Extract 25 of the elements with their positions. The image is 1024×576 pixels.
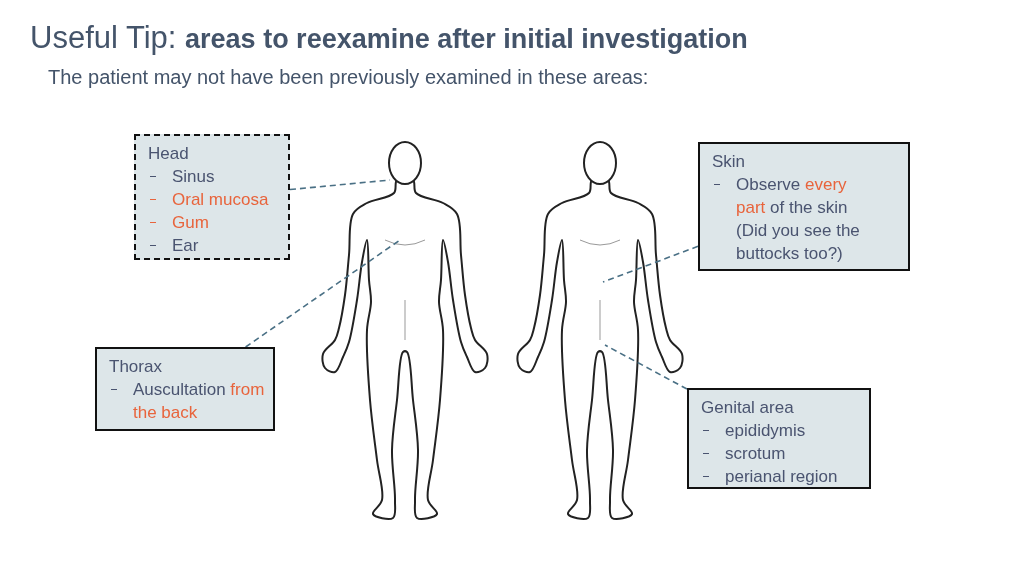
callout-box (95, 347, 275, 431)
subtitle: The patient may not have been previously examined in these areas: (48, 66, 649, 89)
leader-line (604, 344, 688, 390)
list-item: scrotum (701, 442, 863, 465)
list-item: perianal region (701, 465, 863, 488)
leader-line (244, 239, 401, 348)
leader-line (602, 245, 699, 283)
list-item: Gum (148, 211, 282, 234)
list-item: epididymis (701, 419, 863, 442)
leader-line (289, 179, 391, 191)
callout-box (687, 388, 871, 489)
title: Useful Tip: areas to reexamine after initial investigation (30, 20, 748, 56)
callout-heading: Head (148, 143, 190, 165)
callout-box (698, 142, 910, 271)
callout-box (134, 134, 290, 260)
list-item: Ear (148, 234, 282, 257)
list-item: Auscultation from the back (109, 378, 267, 424)
human-body-drawing (516, 141, 684, 520)
callout-heading: Skin (712, 151, 747, 173)
callout-heading: Genital area (701, 397, 795, 419)
list-item: Oral mucosa (148, 188, 282, 211)
list-item: Observe every part of the skin (Did you see the buttocks too?) (712, 173, 878, 265)
human-body-drawing (321, 141, 489, 520)
list-item: Sinus (148, 165, 282, 188)
callout-heading: Thorax (109, 356, 163, 378)
